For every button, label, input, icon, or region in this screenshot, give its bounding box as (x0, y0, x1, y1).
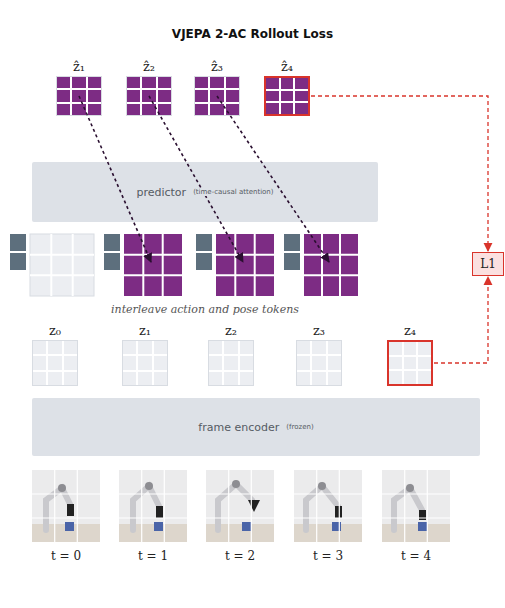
interleaved-tokens (10, 234, 358, 296)
module-note: (frozen) (285, 423, 314, 431)
latent-label: ẑ₂ (126, 58, 172, 76)
token-grid (122, 340, 168, 386)
latent-label: ẑ₃ (194, 58, 240, 76)
latent-label: z₀ (32, 322, 78, 340)
latent-label: z₃ (296, 322, 342, 340)
latent-label: ẑ₁ (56, 58, 102, 76)
token-grid (32, 340, 78, 386)
latent-grid: ẑ₃ (194, 58, 240, 116)
time-label: t = 1 (138, 549, 168, 563)
module-name: frame encoder (197, 421, 280, 434)
latent-grid: z₁ (122, 322, 168, 386)
video-frame (119, 470, 187, 542)
module-note: (time-causal attention) (192, 188, 274, 196)
video-frame (294, 470, 362, 542)
module-band: frame encoder (frozen) (32, 398, 480, 456)
video-frame (32, 470, 100, 542)
video-frame (206, 470, 274, 542)
latent-label: z₁ (122, 322, 168, 340)
time-label: t = 2 (225, 549, 255, 563)
latent-label: z₂ (208, 322, 254, 340)
time-label: t = 0 (51, 549, 81, 563)
loss-label: L1 (480, 257, 496, 271)
latent-grid: ẑ₁ (56, 58, 102, 116)
loss-connector (434, 277, 488, 363)
dotted-arrow (217, 96, 329, 262)
token-grid (387, 340, 433, 386)
latent-label: ẑ₄ (264, 58, 310, 76)
diagram-title: VJEPA 2-AC Rollout Loss (0, 27, 505, 41)
dotted-arrow (149, 96, 243, 262)
token-grid (296, 340, 342, 386)
module-name: predictor (135, 186, 187, 199)
time-label: t = 3 (313, 549, 343, 563)
loss-box: L1 (472, 252, 504, 276)
module-band: predictor (time-causal attention) (32, 162, 378, 222)
latent-grid: z₃ (296, 322, 342, 386)
latent-grid: z₂ (208, 322, 254, 386)
video-frame (382, 470, 450, 542)
latent-label: z₄ (387, 322, 433, 340)
latent-grid: z₄ (387, 322, 433, 386)
annotation: interleave action and pose tokens (111, 303, 299, 316)
latent-grid: ẑ₄ (264, 58, 310, 116)
token-grid (264, 76, 310, 116)
time-label: t = 4 (401, 549, 431, 563)
latent-grid: ẑ₂ (126, 58, 172, 116)
token-grid (208, 340, 254, 386)
dotted-arrow (79, 96, 151, 262)
latent-grid: z₀ (32, 322, 78, 386)
